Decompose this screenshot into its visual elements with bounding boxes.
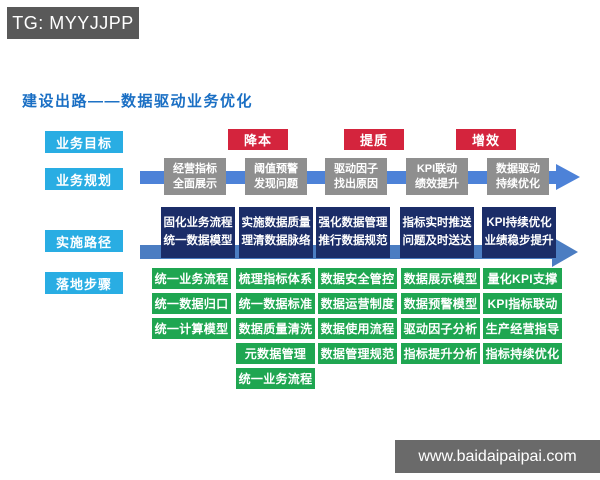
- step-box: 数据质量清洗: [236, 318, 315, 339]
- planning-box-line: KPI联动: [416, 162, 458, 175]
- planning-box: 阈值预警 发现问题: [245, 158, 307, 195]
- path-arrow-head-icon: [552, 237, 578, 267]
- path-box-line: 指标实时推送: [402, 217, 472, 230]
- row-label-planning: 业务规划: [45, 168, 123, 190]
- header-badge: TG: MYYJJPP: [7, 7, 139, 39]
- path-box-line: 推行数据规范: [318, 234, 388, 247]
- step-box: 数据管理规范: [318, 343, 397, 364]
- path-box-line: 业绩稳步提升: [484, 234, 554, 247]
- planning-box-line: 全面展示: [173, 177, 217, 190]
- step-box: 数据使用流程: [318, 318, 397, 339]
- row-label-steps: 落地步骤: [45, 272, 123, 294]
- step-box: 数据安全管控: [318, 268, 397, 289]
- planning-box: 驱动因子 找出原因: [325, 158, 387, 195]
- path-box: 固化业务流程 统一数据模型: [161, 207, 235, 258]
- planning-arrow-head-icon: [556, 164, 580, 190]
- step-box: 数据展示模型: [401, 268, 480, 289]
- planning-box-line: 经营指标: [173, 162, 217, 175]
- footer-bar: www.baidaipaipai.com: [395, 440, 600, 473]
- planning-box: 数据驱动 持续优化: [487, 158, 549, 195]
- step-box: 统一计算模型: [152, 318, 231, 339]
- path-box-line: 统一数据模型: [163, 234, 233, 247]
- step-box: 统一业务流程: [152, 268, 231, 289]
- path-box: 实施数据质量 理清数据脉络: [239, 207, 313, 258]
- planning-box: KPI联动 绩效提升: [406, 158, 468, 195]
- path-box: KPI持续优化 业绩稳步提升: [482, 207, 556, 258]
- path-box-line: 实施数据质量: [241, 217, 311, 230]
- planning-box: 经营指标 全面展示: [164, 158, 226, 195]
- step-box: 统一业务流程: [236, 368, 315, 389]
- planning-box-line: 数据驱动: [496, 162, 540, 175]
- step-box: 梳理指标体系: [236, 268, 315, 289]
- step-box: 统一数据标准: [236, 293, 315, 314]
- footer-url: www.baidaipaipai.com: [418, 447, 577, 465]
- planning-box-line: 持续优化: [496, 177, 540, 190]
- step-box: 量化KPI支撑: [483, 268, 562, 289]
- planning-box-line: 驱动因子: [334, 162, 378, 175]
- goal-badge: 增效: [456, 129, 516, 150]
- step-box: 统一数据归口: [152, 293, 231, 314]
- step-box: 元数据管理: [236, 343, 315, 364]
- row-label-goals: 业务目标: [45, 131, 123, 153]
- step-box: 生产经营指导: [483, 318, 562, 339]
- path-box: 强化数据管理 推行数据规范: [316, 207, 390, 258]
- row-label-path: 实施路径: [45, 230, 123, 252]
- step-box: 数据预警模型: [401, 293, 480, 314]
- planning-box-line: 发现问题: [254, 177, 298, 190]
- path-box-line: 理清数据脉络: [241, 234, 311, 247]
- path-box-line: 问题及时送达: [402, 234, 472, 247]
- path-box-line: 固化业务流程: [163, 217, 233, 230]
- path-box-line: KPI持续优化: [486, 217, 552, 230]
- step-box: KPI指标联动: [483, 293, 562, 314]
- step-box: 指标提升分析: [401, 343, 480, 364]
- planning-box-line: 找出原因: [334, 177, 378, 190]
- path-box: 指标实时推送 问题及时送达: [400, 207, 474, 258]
- planning-box-line: 阈值预警: [254, 162, 298, 175]
- planning-box-line: 绩效提升: [415, 177, 459, 190]
- step-box: 数据运营制度: [318, 293, 397, 314]
- goal-badge: 提质: [344, 129, 404, 150]
- header-badge-text: TG: MYYJJPP: [12, 12, 134, 33]
- step-box: 指标持续优化: [483, 343, 562, 364]
- step-box: 驱动因子分析: [401, 318, 480, 339]
- goal-badge: 降本: [228, 129, 288, 150]
- page-title: 建设出路——数据驱动业务优化: [22, 93, 254, 110]
- path-box-line: 强化数据管理: [318, 217, 388, 230]
